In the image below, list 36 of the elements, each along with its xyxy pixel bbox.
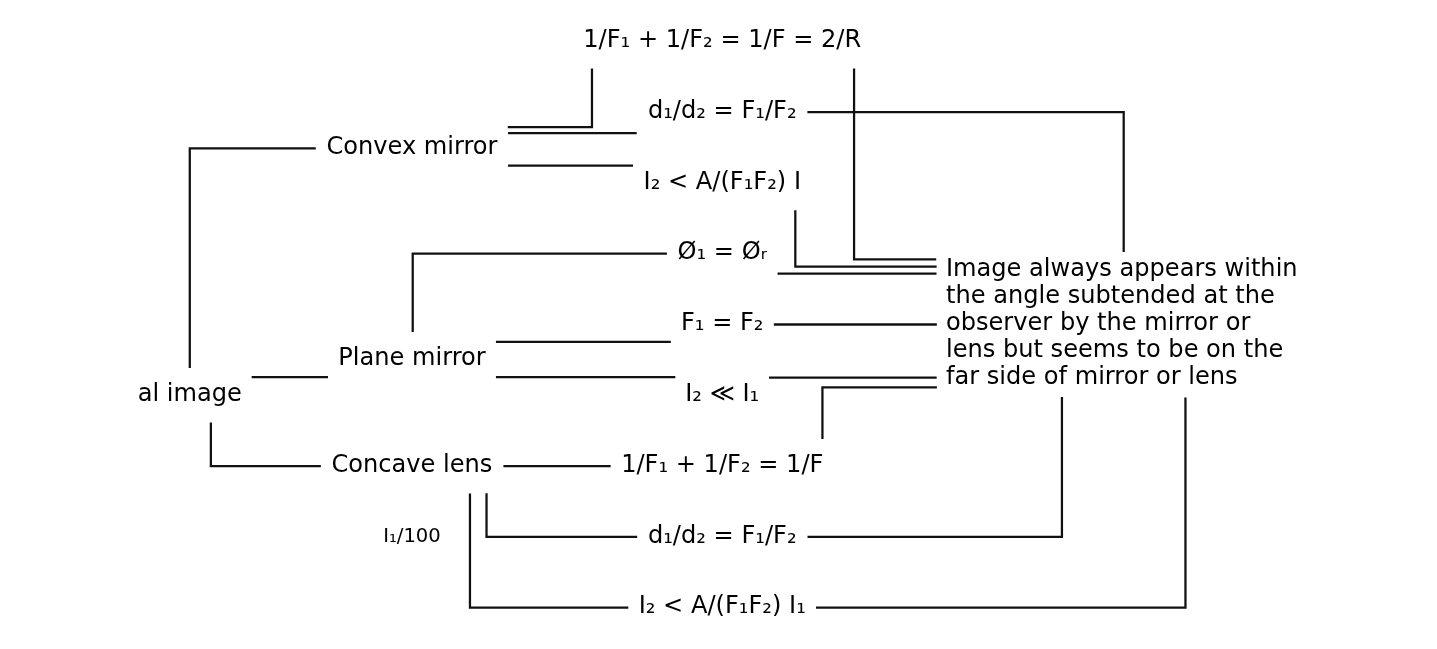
connector — [508, 132, 637, 135]
node-text: I₂ < A/(F₁F₂) I₁ — [638, 591, 806, 620]
connector — [507, 68, 594, 129]
connector — [769, 376, 937, 379]
connector — [508, 164, 633, 167]
node-text: I₂ ≪ I₁ — [685, 379, 760, 408]
connector — [773, 323, 937, 326]
label: I₁/100 — [383, 524, 441, 548]
connector — [807, 397, 1064, 538]
node-text: Convex mirror — [326, 131, 498, 160]
connector — [794, 210, 937, 268]
connector — [816, 397, 1187, 609]
connector — [188, 147, 316, 368]
node-text: 1/F₁ + 1/F₂ = 1/F = 2/R — [583, 25, 862, 54]
node-text: Ø₁ = Øᵣ — [677, 237, 767, 266]
node-text: 1/F₁ + 1/F₂ = 1/F — [621, 449, 824, 478]
connector — [495, 340, 671, 343]
connector — [503, 464, 611, 468]
connector — [209, 422, 321, 468]
connector — [495, 376, 676, 379]
node-text: Image always appears within the angle subtended at the observer by the mirror or lens but seems to be on the far side of mirror or lens — [945, 254, 1298, 391]
node-text: F₁ = F₂ — [680, 308, 764, 337]
node-text: al image — [137, 379, 242, 408]
connector — [468, 493, 629, 609]
connector — [852, 68, 937, 261]
node-text: Concave lens — [331, 449, 493, 478]
node-text: d₁/d₂ = F₁/F₂ — [647, 520, 797, 549]
connector — [777, 272, 937, 275]
node-text: I₂ < A/(F₁F₂) I — [643, 166, 801, 195]
connector — [807, 111, 1125, 252]
node-text: Plane mirror — [338, 342, 486, 371]
connector — [485, 493, 638, 538]
connector — [821, 386, 937, 439]
connector — [411, 252, 667, 332]
node-text: d₁/d₂ = F₁/F₂ — [647, 95, 797, 124]
connector — [251, 376, 328, 379]
